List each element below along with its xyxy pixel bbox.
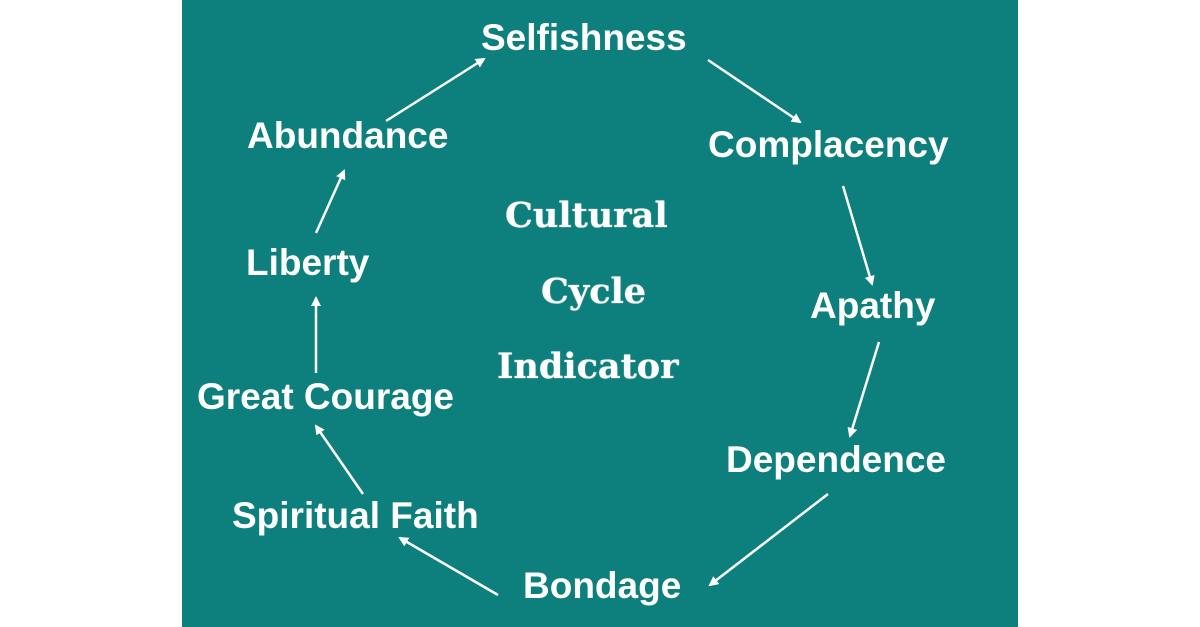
- diagram-background: [182, 0, 1018, 627]
- stage-complacency: Complacency: [708, 124, 949, 165]
- arrow-complacency-to-apathy: [841, 185, 875, 286]
- arrow-dependence-to-bondage: [708, 493, 829, 587]
- arrow-bondage-to-spiritual-faith: [398, 536, 499, 597]
- stage-abundance: Abundance: [247, 115, 449, 156]
- center-title-line-3: Indicator: [497, 346, 679, 387]
- center-title-line-1: Cultural: [505, 195, 668, 236]
- stage-liberty: Liberty: [246, 242, 370, 283]
- center-title-line-2: Cycle: [541, 271, 647, 312]
- arrow-selfishness-to-complacency: [707, 58, 802, 124]
- stage-selfishness: Selfishness: [481, 17, 687, 58]
- arrow-abundance-to-selfishness: [385, 57, 486, 123]
- stage-dependence: Dependence: [726, 439, 947, 480]
- stage-spiritual-faith: Spiritual Faith: [232, 495, 479, 536]
- arrow-spiritual-faith-to-great-courage: [314, 424, 365, 495]
- stage-apathy: Apathy: [810, 285, 936, 326]
- arrow-apathy-to-dependence: [847, 341, 881, 438]
- stage-bondage: Bondage: [523, 565, 682, 606]
- stage-great-courage: Great Courage: [197, 376, 455, 417]
- arrow-liberty-to-abundance: [314, 169, 346, 234]
